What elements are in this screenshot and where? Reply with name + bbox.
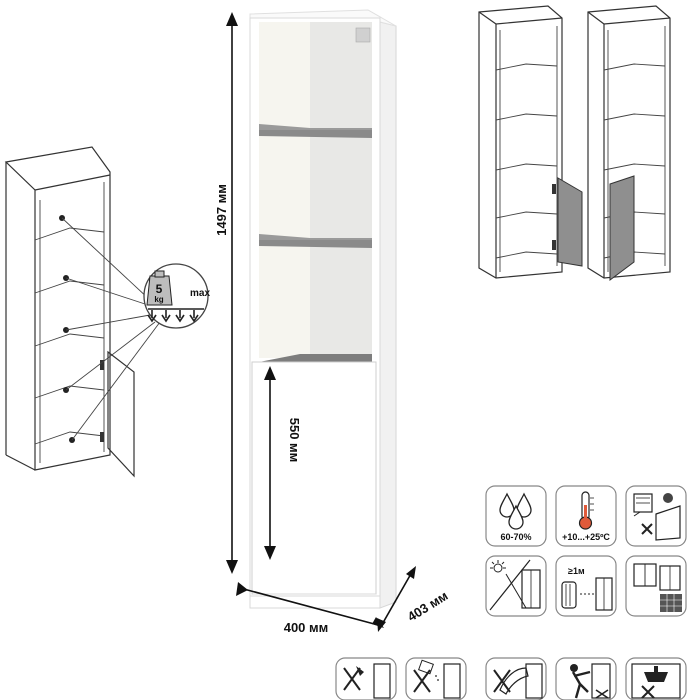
weight-value: 5: [156, 282, 163, 296]
distance-label: ≥1м: [568, 566, 585, 576]
weight-unit: kg: [154, 295, 163, 304]
weight-icon: 5 kg: [146, 270, 173, 306]
main-cabinet-render: [249, 9, 397, 609]
door-height-label: 550 мм: [287, 418, 302, 463]
load-arrows-icon: [147, 308, 204, 323]
radiator-distance-icon: [561, 577, 613, 611]
humidity-icon-tile: 60-70%: [485, 485, 547, 547]
door-height-dimension: 550 мм: [264, 366, 302, 560]
left-line-drawing: 5 kg max: [4, 146, 210, 478]
no-chemicals-icon-tile: [405, 657, 467, 700]
temperature-icon-tile: +10...+25ºC: [555, 485, 617, 547]
sun-rays-icon: [489, 559, 541, 611]
assembly-icon-tile: [625, 555, 687, 617]
person-pushing-icon: [570, 663, 611, 699]
humidity-label: 60-70%: [500, 532, 531, 542]
no-water-spill-icon: [343, 663, 391, 699]
height-dimension: 1497 мм: [214, 12, 238, 574]
no-heater-icon-tile: [625, 485, 687, 547]
temperature-label: +10...+25ºC: [562, 532, 610, 542]
no-abrasive-icon-tile: [485, 657, 547, 700]
door-left-hinged-drawing: [478, 5, 583, 279]
width-label: 400 мм: [284, 620, 329, 635]
no-heavy-load-icon-tile: [625, 657, 687, 700]
no-cleaning-powder-icon: [413, 659, 461, 699]
no-sponge-icon: [493, 663, 543, 699]
weight-max-label: max: [190, 288, 210, 299]
no-overload-icon: [631, 663, 681, 699]
window-cabinet-icon: [633, 563, 682, 612]
thermometer-icon: [578, 491, 594, 530]
no-heat-near-furniture-icon: [633, 493, 681, 541]
no-liquid-icon-tile: [335, 657, 397, 700]
height-label: 1497 мм: [214, 184, 229, 236]
no-pushing-icon-tile: [555, 657, 617, 700]
distance-icon-tile: ≥1м: [555, 555, 617, 617]
no-sunlight-icon-tile: [485, 555, 547, 617]
door-right-hinged-drawing: [587, 5, 671, 281]
depth-label: 403 мм: [405, 588, 451, 624]
water-drops-icon: [499, 492, 532, 530]
